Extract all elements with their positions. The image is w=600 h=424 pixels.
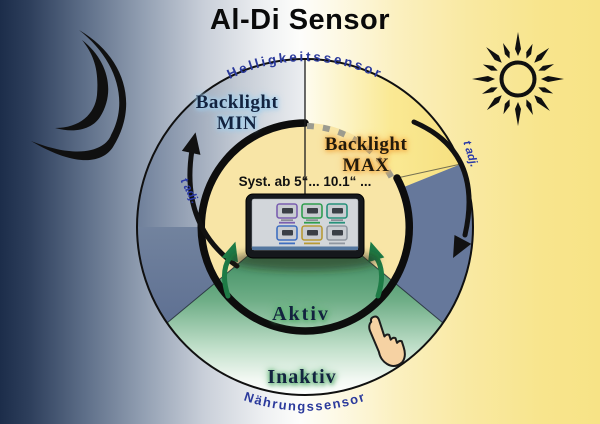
- backlight-max-line2: MAX: [342, 155, 390, 176]
- outer-circle-outline: [136, 58, 474, 396]
- app-tile: [326, 225, 348, 245]
- app-tile: [276, 203, 298, 224]
- tablet-taskbar: [252, 246, 358, 250]
- diagram-title: Al-Di Sensor: [209, 4, 391, 36]
- app-tile-grid: [276, 203, 348, 245]
- backlight-min-line2: MIN: [216, 113, 258, 134]
- crescent-moon-icon: [31, 30, 127, 161]
- active-zone-wedge: [167, 254, 443, 396]
- backlight-min-label: Backlight MIN: [172, 92, 302, 134]
- app-tile: [276, 225, 298, 245]
- backlight-max-label: Backlight MAX: [301, 134, 431, 176]
- app-tile: [326, 203, 348, 224]
- app-tile: [301, 225, 323, 245]
- active-label: Aktiv: [272, 303, 330, 325]
- pointing-hand-icon: [368, 315, 406, 367]
- backlight-min-line1: Backlight: [195, 92, 279, 113]
- adjust-arrow-right-icon: [411, 119, 472, 259]
- app-tile: [301, 203, 323, 224]
- tablet-device: [245, 193, 365, 259]
- sun-icon: [472, 32, 564, 126]
- inner-circle-border: [197, 119, 414, 335]
- inactive-label: Inaktiv: [267, 366, 337, 388]
- segment-divider-line: [396, 163, 462, 179]
- active-zone-edge-right: [359, 253, 444, 324]
- system-size-label: Syst. ab 5“... 10.1“ ...: [238, 174, 372, 189]
- backlight-threshold-dashed-arc: [306, 123, 397, 184]
- backlight-max-line1: Backlight: [324, 134, 408, 155]
